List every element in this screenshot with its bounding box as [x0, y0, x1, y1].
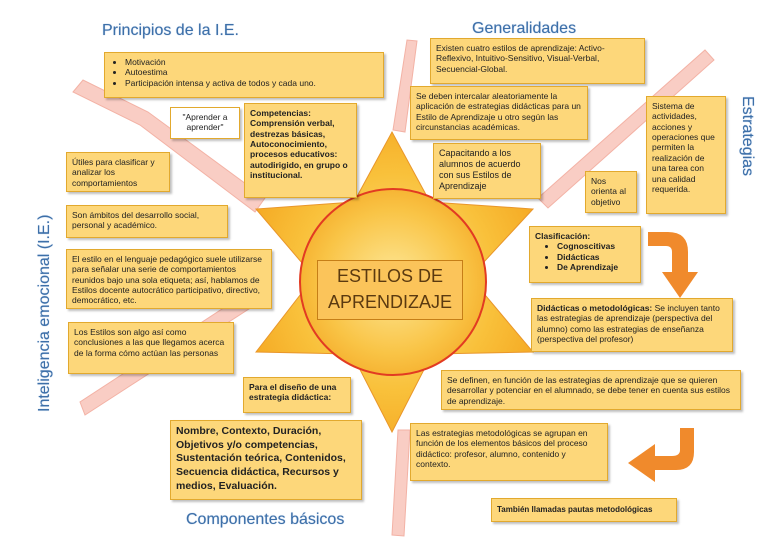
- center-title: ESTILOS DE APRENDIZAJE: [317, 260, 463, 320]
- generalidades-box: Existen cuatro estilos de aprendizaje: A…: [430, 38, 645, 84]
- heading-estrategias: Estrategias: [739, 96, 756, 177]
- clasificacion-box: Clasificación: Cognoscitivas Didácticas …: [529, 226, 641, 283]
- estilo-lenguaje-box: El estilo en el lenguaje pedagógico suel…: [66, 249, 272, 309]
- arrow-agrupan: [628, 428, 694, 482]
- capacitando-box: Capacitando a los alumnos de acuerdo con…: [433, 143, 541, 199]
- competencias-box: Competencias: Comprensión verbal, destre…: [244, 103, 357, 198]
- principios-list: Motivación Autoestima Participación inte…: [107, 57, 379, 88]
- didacticas-box: Didácticas o metodológicas: Se incluyen …: [531, 298, 733, 352]
- agrupan-box: Las estrategias metodológicas se agrupan…: [410, 423, 608, 481]
- aprender-box: "Aprender a aprender": [170, 107, 240, 139]
- sistema-box: Sistema de actividades, acciones y opera…: [646, 96, 726, 214]
- heading-componentes: Componentes básicos: [186, 511, 345, 528]
- heading-generalidades: Generalidades: [472, 20, 577, 37]
- list-item: Cognoscitivas: [557, 241, 635, 251]
- heading-principios: Principios de la I.E.: [102, 22, 239, 39]
- definen-box: Se definen, en función de las estrategia…: [441, 370, 741, 410]
- list-item: Participación intensa y activa de todos …: [125, 78, 379, 88]
- intercalar-box: Se deben intercalar aleatoriamente la ap…: [410, 86, 588, 140]
- utiles-box: Útiles para clasificar y analizar los co…: [66, 152, 170, 192]
- list-item: Autoestima: [125, 67, 379, 77]
- ambitos-box: Son ámbitos del desarrollo social, perso…: [66, 205, 228, 238]
- clasificacion-title: Clasificación:: [535, 231, 591, 241]
- heading-inteligencia: Inteligencia emocional (I.E.): [36, 214, 53, 412]
- connector-top-left: [72, 79, 266, 213]
- competencias-title: Competencias:: [250, 108, 311, 118]
- nos-orienta-box: Nos orienta al objetivo: [585, 171, 637, 213]
- center-title-line2: APRENDIZAJE: [327, 292, 453, 313]
- principios-box: Motivación Autoestima Participación inte…: [104, 52, 384, 98]
- clasificacion-list: Cognoscitivas Didácticas De Aprendizaje: [535, 241, 635, 272]
- pautas-box: También llamadas pautas metodológicas: [491, 498, 677, 522]
- center-title-line1: ESTILOS DE: [336, 266, 444, 286]
- diseno-box: Para el diseño de una estrategia didácti…: [243, 377, 351, 413]
- didacticas-title: Didácticas o metodológicas:: [537, 303, 653, 313]
- list-item: Motivación: [125, 57, 379, 67]
- list-item: De Aprendizaje: [557, 262, 635, 272]
- connector-top: [392, 39, 418, 133]
- connector-bottom: [391, 429, 411, 537]
- list-item: Didácticas: [557, 252, 635, 262]
- competencias-text: Comprensión verbal, destrezas básicas, A…: [250, 118, 348, 181]
- conclusiones-box: Los Estilos son algo así como conclusion…: [68, 322, 234, 374]
- didacticas-text: Se incluyen tanto las estrategias de apr…: [537, 303, 720, 345]
- arrow-clasificacion: [648, 232, 698, 298]
- componentes-box: Nombre, Contexto, Duración, Objetivos y/…: [170, 420, 362, 500]
